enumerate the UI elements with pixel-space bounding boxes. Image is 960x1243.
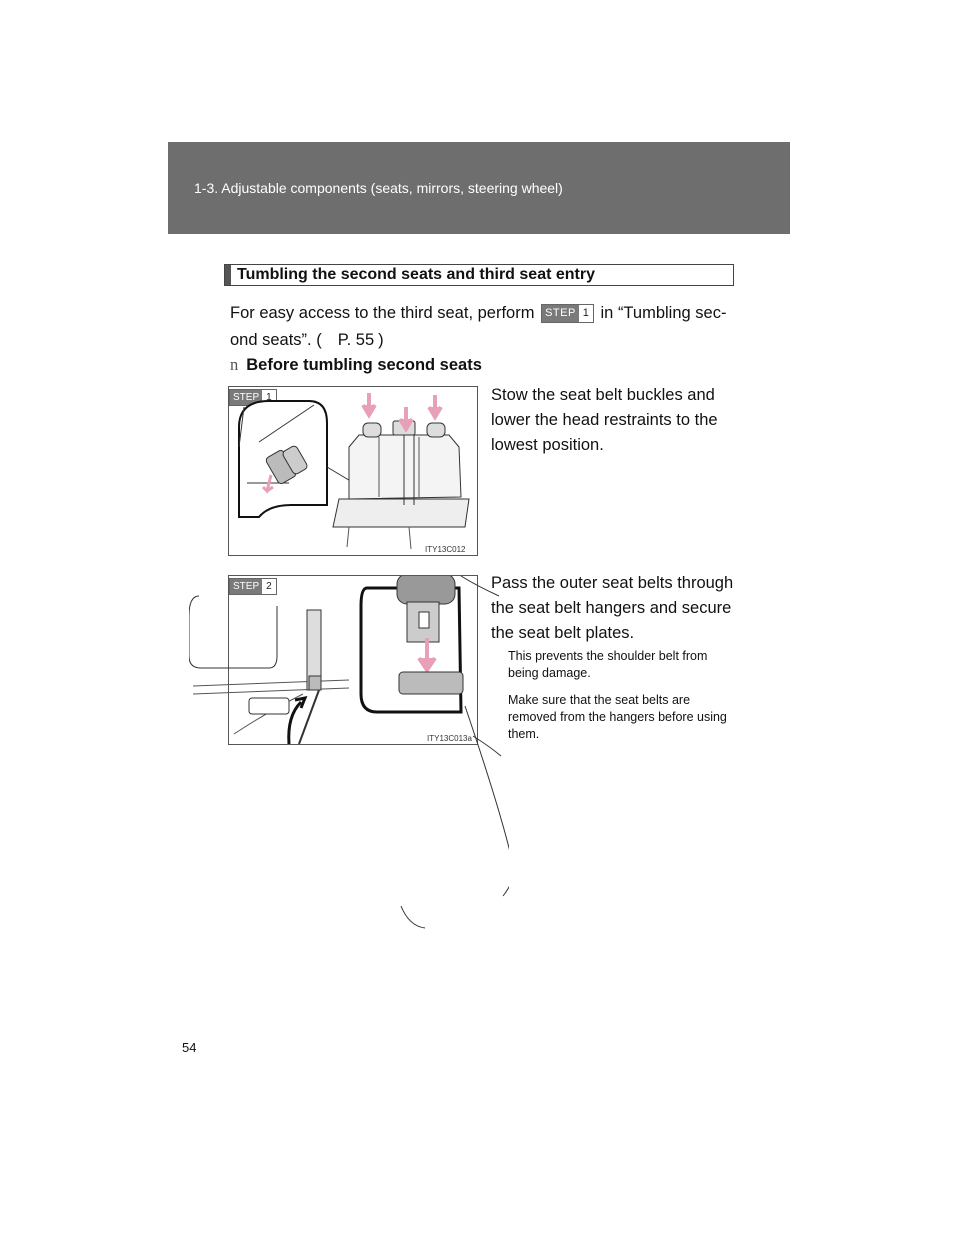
subheading: n Before tumbling second seats xyxy=(230,355,482,375)
seatbelt-illustration xyxy=(189,576,509,929)
section-title-box: Tumbling the second seats and third seat… xyxy=(224,264,734,286)
seat-illustration xyxy=(238,393,470,550)
figure-step1-code: ITY13C012 xyxy=(425,545,466,554)
step2-text: Pass the outer seat belts through the se… xyxy=(491,574,734,642)
chapter-title: 1-3. Adjustable components (seats, mirro… xyxy=(194,180,563,196)
intro-text-2: in “Tumbling sec- xyxy=(600,304,727,322)
intro-text-4: ) xyxy=(378,331,384,349)
figure-step2-number: 2 xyxy=(262,579,276,594)
figure-step2-word: STEP xyxy=(230,579,263,594)
figure-step2-code: ITY13C013a xyxy=(427,734,472,743)
step1-text: Stow the seat belt buckles and lower the… xyxy=(491,386,718,454)
intro-text-3: ond seats”. ( xyxy=(230,331,322,349)
note-1: This prevents the shoulder belt from bei… xyxy=(508,649,708,680)
section-title: Tumbling the second seats and third seat… xyxy=(237,266,595,283)
page-number: 54 xyxy=(182,1040,197,1055)
page-reference[interactable]: P. 55 xyxy=(337,331,375,349)
intro-paragraph: For easy access to the third seat, perfo… xyxy=(230,300,740,354)
figure-step1-word: STEP xyxy=(230,390,263,405)
step-badge-word: STEP xyxy=(542,305,579,322)
chapter-header: 1-3. Adjustable components (seats, mirro… xyxy=(168,142,790,234)
step-badge-number: 1 xyxy=(578,305,593,322)
intro-text-1: For easy access to the third seat, perfo… xyxy=(230,304,535,322)
bullet-icon: n xyxy=(230,355,239,374)
subheading-text: Before tumbling second seats xyxy=(246,356,482,374)
note-2: Make sure that the seat belts are remove… xyxy=(508,693,727,741)
